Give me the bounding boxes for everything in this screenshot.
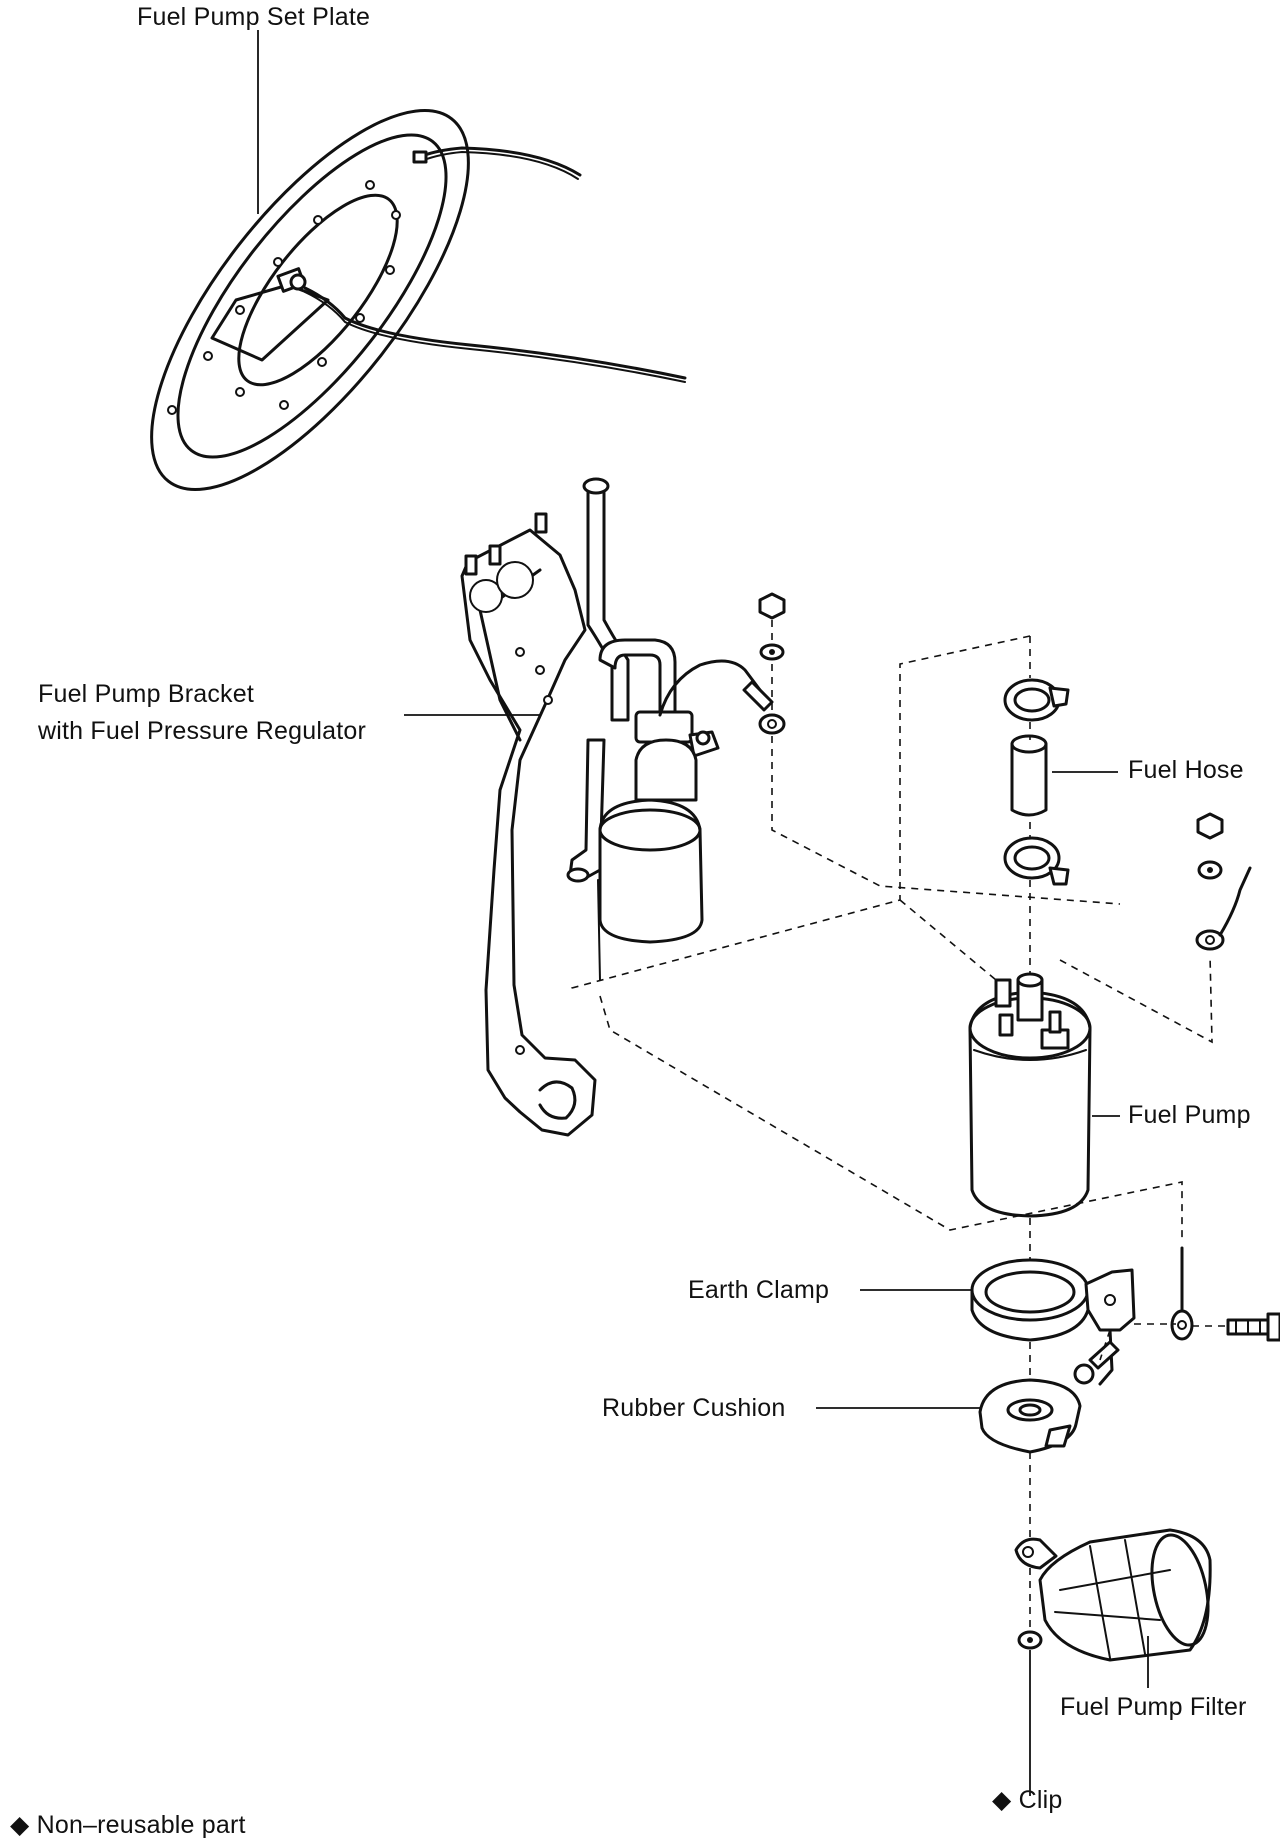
label-clip: ◆ Clip (992, 1785, 1062, 1815)
bracket-drawing (460, 477, 774, 1137)
label-fuel-pump-filter: Fuel Pump Filter (1060, 1693, 1247, 1721)
legend-text: Non–reusable part (36, 1811, 246, 1839)
assembly-guide-lines (571, 620, 1226, 1630)
rubber-cushion-drawing (978, 1378, 1082, 1454)
diamond-icon: ◆ (10, 1811, 30, 1839)
label-fuel-hose: Fuel Hose (1128, 756, 1244, 784)
label-fuel-pressure-regulator: with Fuel Pressure Regulator (38, 717, 366, 745)
label-leader-lines (257, 30, 1149, 1796)
label-earth-clamp: Earth Clamp (688, 1276, 830, 1304)
flange-bolt-holes (167, 180, 401, 415)
label-fuel-pump-set-plate: Fuel Pump Set Plate (137, 3, 371, 31)
label-fuel-pump: Fuel Pump (1128, 1101, 1251, 1129)
clip-text: Clip (1018, 1786, 1063, 1814)
nut-washer-stack-bracket (758, 592, 786, 735)
fuel-pump-drawing (968, 972, 1092, 1218)
label-rubber-cushion: Rubber Cushion (602, 1394, 786, 1422)
earth-clamp-drawing (970, 1246, 1280, 1386)
fuel-hose-drawing (1003, 678, 1070, 886)
fuel-pump-filter-drawing (1014, 1528, 1212, 1662)
nut-washer-stack-pump (1195, 812, 1252, 951)
diamond-icon: ◆ (992, 1786, 1012, 1814)
non-reusable-legend: ◆ Non–reusable part (10, 1810, 246, 1840)
clip-drawing (1017, 1630, 1043, 1650)
set-plate-drawing (150, 108, 687, 492)
label-fuel-pump-bracket: Fuel Pump Bracket (38, 680, 254, 708)
